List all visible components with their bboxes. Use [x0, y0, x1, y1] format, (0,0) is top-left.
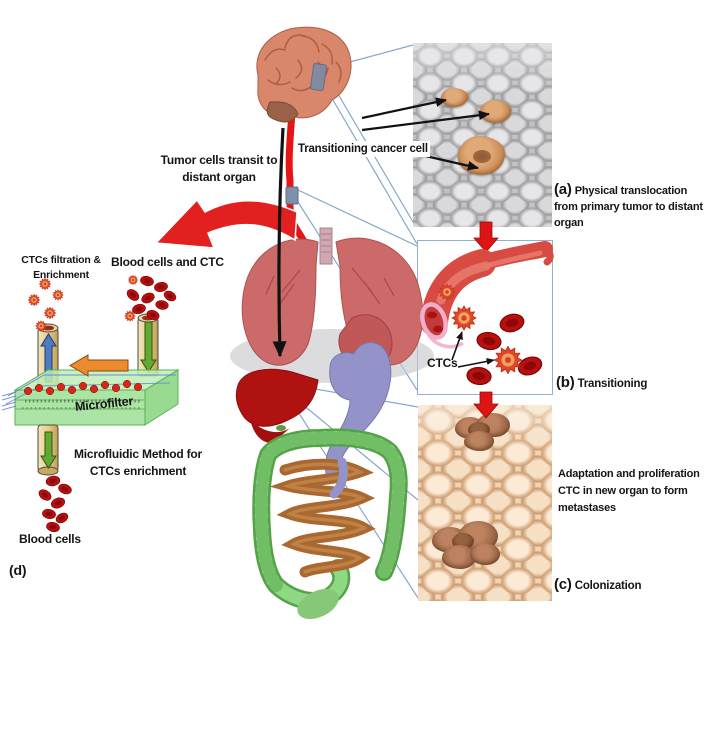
tumor-cell [458, 136, 505, 175]
organs-illustration [230, 108, 434, 620]
metastasis-cell [464, 431, 494, 451]
microfluidic-method-label: Microfluidic Method for CTCs enrichment [73, 447, 203, 479]
tumor-cell [441, 88, 468, 107]
orange-left-arrow-icon [69, 354, 129, 377]
inlet-tube-blood [137, 317, 159, 377]
panel-b-tag: (b) [556, 374, 575, 391]
tumor-transit-label: Tumor cells transit to distant organ [160, 153, 278, 185]
ctcs-label: CTCs [427, 356, 458, 370]
outlet-tube-ctc [37, 327, 59, 387]
panel-a-caption: (a)Physical translocation from primary t… [554, 181, 703, 229]
curved-red-arrow-icon [154, 198, 298, 249]
brain-highlight-patch [310, 63, 327, 92]
blue-up-arrow-icon [40, 333, 57, 383]
ctc-filtration-label: CTCs filtration & Enrichment [21, 254, 101, 281]
microfilter-label: Microfilter [74, 393, 134, 415]
vessel-highlight-patch [285, 186, 299, 205]
brain-illustration [256, 26, 352, 123]
panel-c-tag: (c) [554, 576, 572, 593]
panel-d-tag: (d) [9, 562, 27, 578]
transitioning-cancer-cell-label: Transitioning cancer cell [296, 141, 430, 158]
blood-ctc-input-cluster [124, 274, 179, 322]
panel-c-description: Adaptation and proliferation CTC in new … [558, 468, 700, 515]
blood-cells-label: Blood cells [19, 532, 81, 546]
panel-a-tag: (a) [554, 181, 572, 198]
green-down-arrow-icon [140, 321, 157, 373]
enriched-ctc-cluster [27, 277, 64, 332]
panel-c-caption: (c)Colonization [554, 576, 642, 593]
green-down-arrow-icon [40, 431, 57, 469]
blood-cells-ctc-label: Blood cells and CTC [111, 255, 224, 269]
panel-a-primary-tumor-image [413, 43, 552, 227]
panel-c-colonization-image [418, 405, 552, 601]
outlet-tube-blood [37, 424, 59, 472]
metastasis-cell [470, 543, 500, 565]
blood-output-cluster [36, 474, 74, 534]
tumor-cell [480, 100, 511, 123]
vessel-line [285, 108, 314, 264]
panel-b-caption: (b)Transitioning [556, 374, 648, 391]
